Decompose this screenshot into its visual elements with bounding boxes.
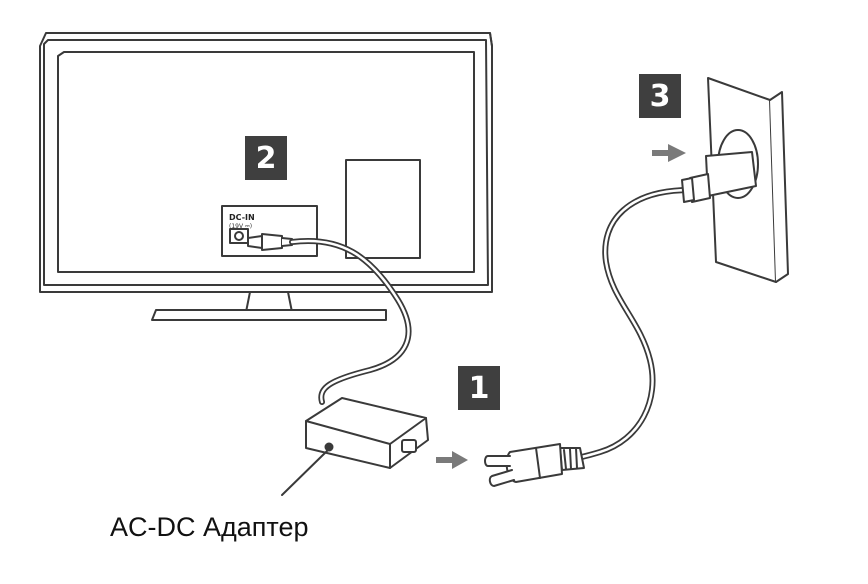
wall-outlet xyxy=(682,78,788,282)
dc-in-label: DC-IN xyxy=(229,213,255,222)
step-badge-3: 3 xyxy=(639,74,681,118)
adapter-caption: AC-DC Адаптер xyxy=(110,512,309,543)
step-badge-2: 2 xyxy=(245,136,287,180)
arrow-icon xyxy=(652,144,686,162)
adapter-pointer-line xyxy=(282,451,327,495)
ac-power-cable xyxy=(485,190,690,486)
arrow-icon xyxy=(436,451,468,469)
step-badge-1: 1 xyxy=(458,366,500,410)
ac-dc-adapter xyxy=(306,398,428,468)
dc-in-voltage-label: (19V ⎓) xyxy=(229,223,252,231)
